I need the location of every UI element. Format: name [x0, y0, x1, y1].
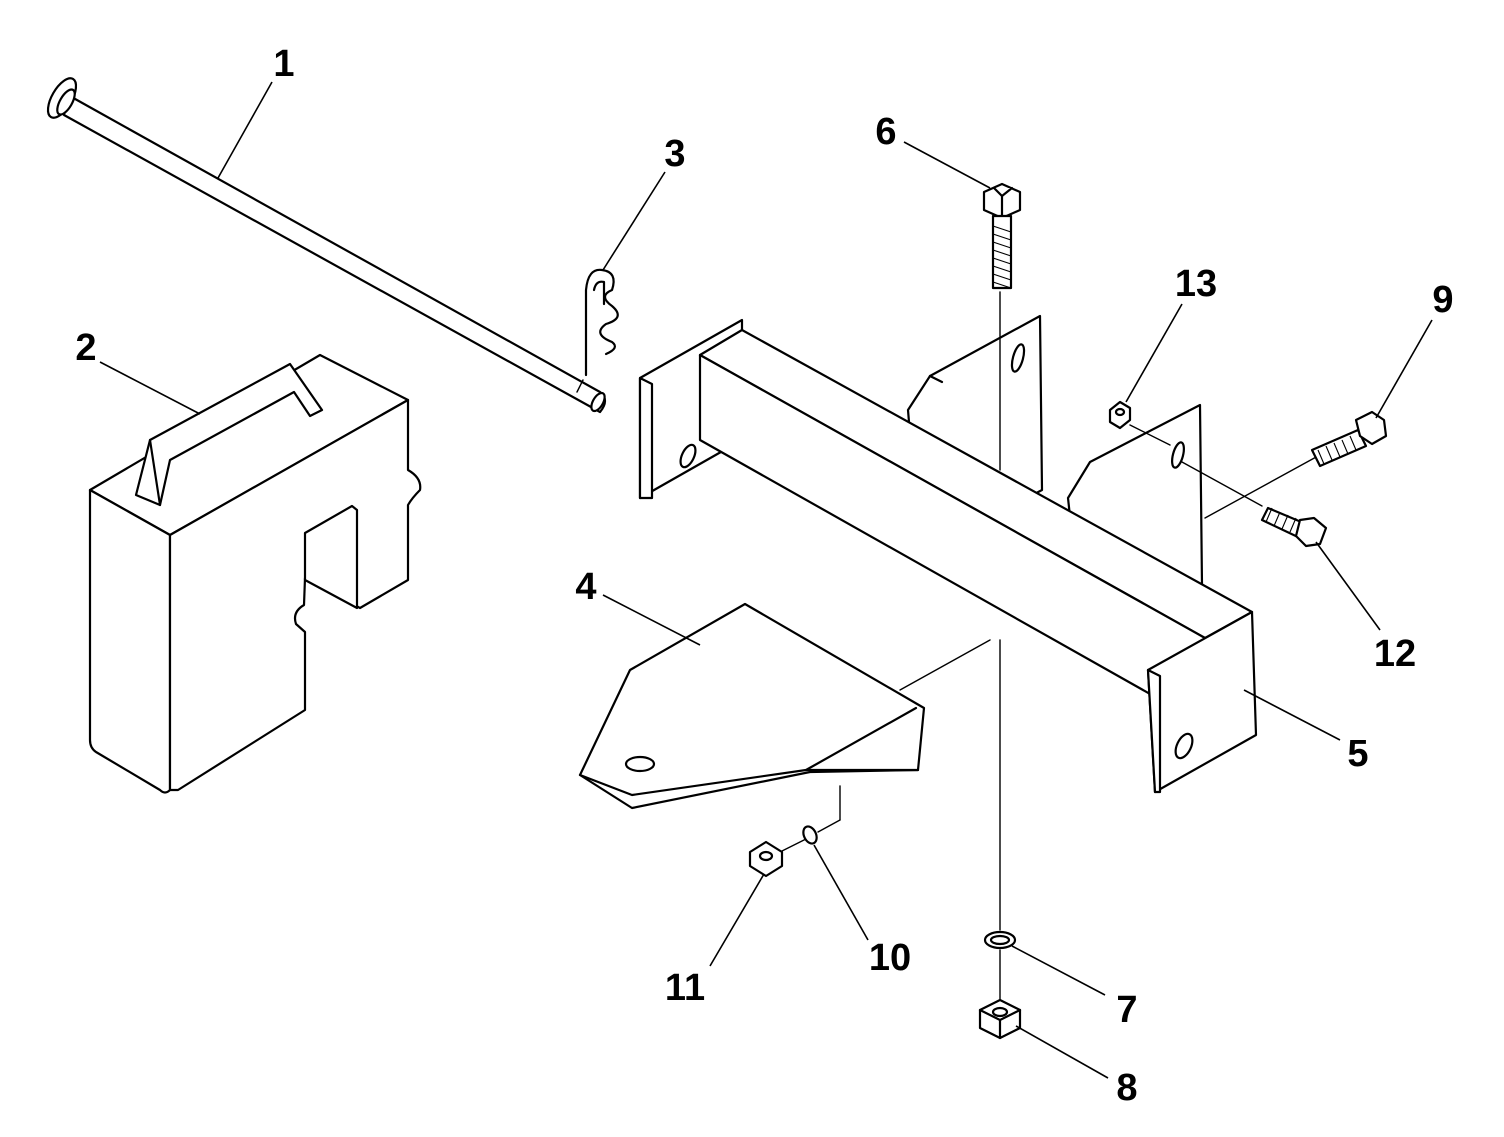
- part-5-mounting-frame: [638, 314, 1258, 794]
- part-9-bolt: [1310, 410, 1388, 468]
- callout-13: 13: [1175, 263, 1217, 305]
- part-13-nut: [1108, 400, 1132, 430]
- callout-12: 12: [1374, 633, 1416, 675]
- callout-6: 6: [875, 111, 896, 153]
- callout-11: 11: [665, 967, 705, 1009]
- assembly-lines: [779, 291, 1319, 1001]
- callout-4: 4: [575, 566, 596, 608]
- callout-labels: 1 2 3 4 5 6 7 8 9 10 11 12 13: [75, 43, 1453, 1109]
- callout-10: 10: [869, 937, 911, 979]
- part-6-bolt: [982, 182, 1022, 290]
- part-4-hitch-plate: [578, 602, 926, 810]
- part-2-suitcase-weight: [88, 353, 422, 794]
- callout-9: 9: [1432, 279, 1453, 321]
- callout-7: 7: [1116, 989, 1137, 1031]
- callout-3: 3: [664, 133, 685, 175]
- part-7-lock-washer: [983, 930, 1017, 950]
- callout-1: 1: [273, 43, 294, 85]
- part-11-nut: [748, 840, 784, 878]
- part-1-pin: [46, 77, 607, 414]
- part-12-bolt: [1260, 506, 1328, 548]
- leader-lines: [99, 81, 1433, 1079]
- callout-5: 5: [1347, 733, 1368, 775]
- part-3-hair-pin: [584, 268, 619, 377]
- callout-2: 2: [75, 327, 96, 369]
- part-10-washer: [802, 825, 818, 845]
- part-8-nut: [978, 998, 1022, 1040]
- callout-8: 8: [1116, 1067, 1137, 1109]
